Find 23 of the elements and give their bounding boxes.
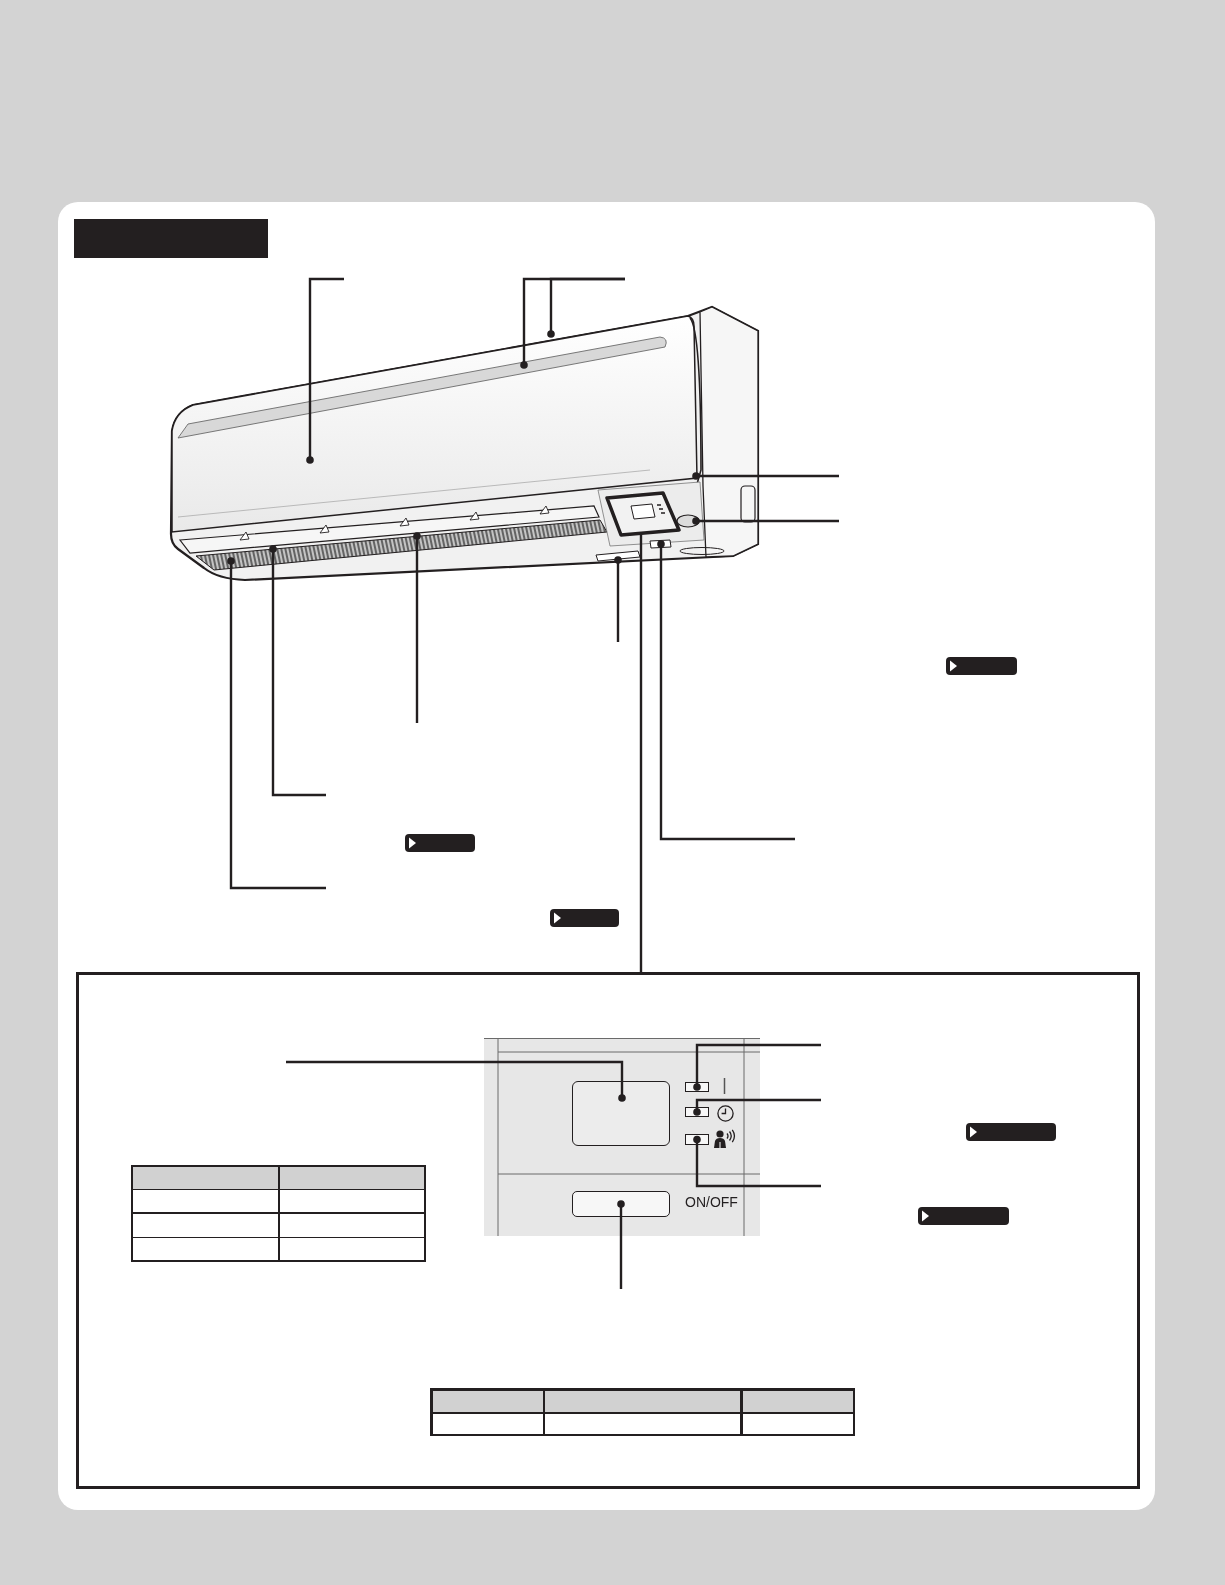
power-button <box>572 1191 670 1217</box>
leader-line <box>617 1200 625 1289</box>
display-window <box>572 1081 670 1146</box>
leader-line <box>269 545 326 797</box>
panel-button <box>685 1107 709 1117</box>
leader-line <box>657 540 795 841</box>
leader-line <box>286 1060 626 1102</box>
leader-line <box>614 556 622 642</box>
leader-line <box>639 533 643 972</box>
on-off-label: ON/OFF <box>685 1194 738 1210</box>
leader-line <box>692 472 839 480</box>
leader-line <box>693 1135 821 1188</box>
control-panel <box>484 1038 760 1236</box>
heading-bar <box>74 219 268 258</box>
leader-line <box>693 1098 821 1116</box>
panel-button <box>685 1082 709 1092</box>
leader-line <box>547 277 625 338</box>
leader-line <box>227 557 326 890</box>
leader-line <box>306 277 344 464</box>
leader-line <box>693 1043 821 1091</box>
leader-line <box>413 532 421 723</box>
panel-button <box>685 1134 709 1145</box>
leader-line <box>692 517 839 525</box>
